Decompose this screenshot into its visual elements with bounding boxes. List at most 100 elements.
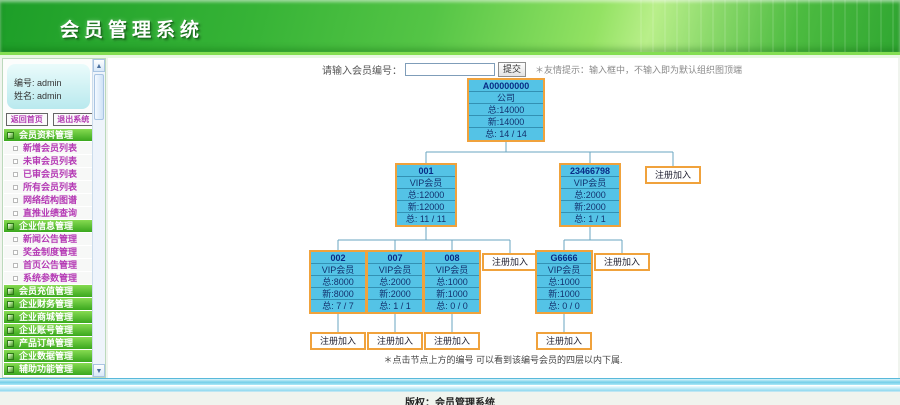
node-new: 新:2000	[368, 288, 422, 300]
tree-node-002: 002 VIP会员 总:8000 新:8000 总: 7 / 7	[309, 250, 367, 314]
node-new: 新:12000	[397, 201, 455, 213]
node-type: VIP会员	[368, 264, 422, 276]
node-new: 新:1000	[425, 288, 479, 300]
sidebar-section-enterprise-data-mgmt[interactable]: 企业数据管理	[4, 350, 93, 363]
node-total: 总:12000	[397, 189, 455, 201]
node-ratio: 总: 7 / 7	[322, 301, 354, 311]
node-ratio: 总: 1 / 1	[574, 214, 606, 224]
user-id-value: admin	[37, 78, 62, 88]
scroll-down-icon[interactable]: ▼	[93, 364, 105, 377]
sidebar-section-enterprise-account-mgmt[interactable]: 企业账号管理	[4, 324, 93, 337]
sidebar-item-system-params-mgmt[interactable]: 系统参数管理	[4, 272, 93, 285]
register-join-button[interactable]: 注册加入	[594, 253, 650, 271]
tree-node-007: 007 VIP会员 总:2000 新:2000 总: 1 / 1	[366, 250, 424, 314]
tree-connectors	[337, 142, 674, 332]
app-title: 会员管理系统	[60, 20, 205, 41]
submit-button[interactable]: 提交	[498, 61, 527, 77]
sidebar-section-member-data-mgmt[interactable]: 会员资料管理	[4, 129, 93, 142]
sidebar-item-reviewed-member-list[interactable]: 已审会员列表	[4, 168, 93, 181]
member-search-bar: 请输入会员编号： 提交 ＊友情提示：输入框中，不输入即为默认组织图顶端	[322, 61, 742, 77]
scroll-thumb[interactable]	[94, 74, 104, 120]
node-total: 总:2000	[368, 276, 422, 288]
sidebar-item-new-member-list[interactable]: 新增会员列表	[4, 142, 93, 155]
node-total: 总:1000	[537, 276, 591, 288]
cube-icon	[7, 314, 14, 321]
sidebar-item-network-structure-map[interactable]: 网络结构图谱	[4, 194, 93, 207]
node-type: VIP会员	[537, 264, 591, 276]
node-id[interactable]: 23466798	[561, 165, 619, 177]
bullet-icon	[13, 198, 18, 203]
register-join-button[interactable]: 注册加入	[424, 332, 480, 350]
sidebar-item-unreviewed-member-list[interactable]: 未审会员列表	[4, 155, 93, 168]
tree-node-root: A00000000 公司 总:14000 新:14000 总: 14 / 14	[467, 78, 545, 142]
search-label: 请输入会员编号：	[322, 65, 402, 77]
register-join-button[interactable]: 注册加入	[536, 332, 592, 350]
node-ratio: 总: 0 / 0	[548, 301, 580, 311]
header-banner: 会员管理系统	[0, 0, 900, 52]
user-id-row: 编号: admin	[14, 78, 62, 88]
node-type: VIP会员	[561, 177, 619, 189]
footer-bar-light	[0, 386, 900, 392]
node-id[interactable]: 002	[311, 252, 365, 264]
header-accent-strip-light	[0, 55, 900, 58]
cube-icon	[7, 288, 14, 295]
register-join-button[interactable]: 注册加入	[367, 332, 423, 350]
exit-button[interactable]: 退出系统	[52, 113, 94, 126]
node-id[interactable]: 001	[397, 165, 455, 177]
cube-icon	[7, 132, 14, 139]
tree-node-001: 001 VIP会员 总:12000 新:12000 总: 11 / 11	[395, 163, 457, 227]
sidebar: 编号: admin 姓名: admin 返回首页 退出系统 会员资料管理 新增会…	[2, 58, 106, 378]
sidebar-scrollbar[interactable]: ▲ ▼	[92, 59, 105, 377]
bullet-icon	[13, 159, 18, 164]
node-ratio: 总: 0 / 0	[436, 301, 468, 311]
sidebar-item-bonus-system-mgmt[interactable]: 奖金制度管理	[4, 246, 93, 259]
node-total: 总:8000	[311, 276, 365, 288]
sidebar-section-member-recharge-mgmt[interactable]: 会员充值管理	[4, 285, 93, 298]
register-join-button[interactable]: 注册加入	[645, 166, 701, 184]
node-ratio: 总: 1 / 1	[379, 301, 411, 311]
sidebar-item-direct-performance-query[interactable]: 直推业绩查询	[4, 207, 93, 220]
footer-bar	[0, 378, 900, 386]
node-id[interactable]: A00000000	[469, 80, 543, 92]
node-id[interactable]: 008	[425, 252, 479, 264]
tree-note: ＊点击节点上方的编号 可以看到该编号会员的四层以内下属.	[383, 355, 623, 365]
bullet-icon	[13, 185, 18, 190]
node-new: 新:8000	[311, 288, 365, 300]
node-total: 总:14000	[469, 104, 543, 116]
sidebar-menu: 会员资料管理 新增会员列表 未审会员列表 已审会员列表 所有会员列表 网络结构图…	[4, 129, 93, 376]
tree-node-008: 008 VIP会员 总:1000 新:1000 总: 0 / 0	[423, 250, 481, 314]
user-info-box: 编号: admin 姓名: admin	[7, 64, 90, 109]
node-total: 总:1000	[425, 276, 479, 288]
node-ratio: 总: 14 / 14	[485, 129, 527, 139]
sidebar-item-news-announcement-mgmt[interactable]: 新闻公告管理	[4, 233, 93, 246]
user-name-value: admin	[37, 91, 62, 101]
header-accent-strip	[0, 52, 900, 55]
tree-node-23466798: 23466798 VIP会员 总:2000 新:2000 总: 1 / 1	[559, 163, 621, 227]
sidebar-section-auxiliary-function-mgmt[interactable]: 辅助功能管理	[4, 363, 93, 376]
register-join-button[interactable]: 注册加入	[310, 332, 366, 350]
bullet-icon	[13, 250, 18, 255]
sidebar-buttons: 返回首页 退出系统	[6, 113, 94, 126]
tree-node-g6666: G6666 VIP会员 总:1000 新:1000 总: 0 / 0	[535, 250, 593, 314]
sidebar-section-enterprise-mall-mgmt[interactable]: 企业商城管理	[4, 311, 93, 324]
register-join-button[interactable]: 注册加入	[482, 253, 538, 271]
sidebar-item-all-member-list[interactable]: 所有会员列表	[4, 181, 93, 194]
bullet-icon	[13, 237, 18, 242]
bullet-icon	[13, 263, 18, 268]
node-id[interactable]: G6666	[537, 252, 591, 264]
sidebar-section-enterprise-finance-mgmt[interactable]: 企业财务管理	[4, 298, 93, 311]
node-type: VIP会员	[425, 264, 479, 276]
member-id-input[interactable]	[405, 62, 495, 76]
bullet-icon	[13, 146, 18, 151]
cube-icon	[7, 366, 14, 373]
scroll-up-icon[interactable]: ▲	[93, 59, 105, 72]
cube-icon	[7, 223, 14, 230]
sidebar-section-enterprise-info-mgmt[interactable]: 企业信息管理	[4, 220, 93, 233]
sidebar-section-product-order-mgmt[interactable]: 产品订单管理	[4, 337, 93, 350]
node-id[interactable]: 007	[368, 252, 422, 264]
sidebar-item-homepage-announcement-mgmt[interactable]: 首页公告管理	[4, 259, 93, 272]
node-new: 新:2000	[561, 201, 619, 213]
bullet-icon	[13, 172, 18, 177]
home-button[interactable]: 返回首页	[6, 113, 48, 126]
